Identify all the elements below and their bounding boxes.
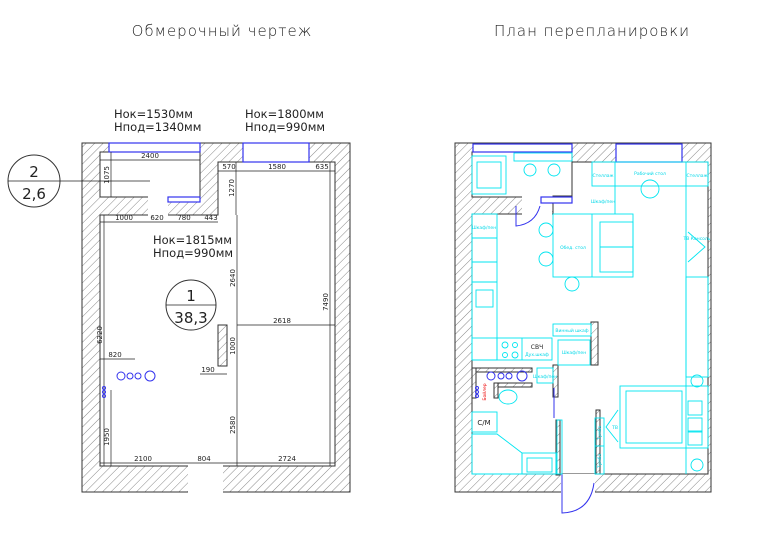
room-1-area: 38,3 xyxy=(174,309,207,327)
label-cabinet: Шкаф/пен xyxy=(533,374,557,380)
plumbing-fixtures xyxy=(475,370,555,418)
entrance-door-swing-icon xyxy=(561,474,595,514)
window-2 xyxy=(242,142,310,163)
window-note-3-npod: Нпод=990мм xyxy=(153,246,233,260)
label-microwave: СВЧ xyxy=(531,344,543,351)
dim-label: 635 xyxy=(315,163,328,171)
dim-label: 820 xyxy=(108,351,121,359)
room-1 xyxy=(99,161,336,467)
door-swing-icon xyxy=(515,205,541,227)
room-1-number: 1 xyxy=(186,287,196,305)
hallway-nook xyxy=(471,151,573,198)
window-note-1-nok: Нок=1530мм xyxy=(114,107,193,121)
label-desk: Рабочий стол xyxy=(634,170,666,177)
dim-label: 2400 xyxy=(141,152,159,160)
partition-wall xyxy=(217,324,228,367)
label-oven: Дух.шкаф xyxy=(525,352,549,358)
room-2-area: 2,6 xyxy=(22,185,46,203)
bathroom-walls xyxy=(471,321,601,476)
dim-label: 443 xyxy=(204,214,217,222)
label-boiler: Бойлер xyxy=(481,383,488,400)
label-nightstand: Тумба xyxy=(597,454,603,470)
label-shelf: Стеллаж xyxy=(686,173,707,179)
window-note-2-npod: Нпод=990мм xyxy=(245,120,325,134)
window-1 xyxy=(472,143,573,153)
label-washer: С/М xyxy=(477,419,490,427)
room-2-door-opening xyxy=(148,196,168,216)
label-tv: ТВ xyxy=(611,425,618,431)
replanning-title: План перепланировки xyxy=(494,22,690,40)
dim-label: 804 xyxy=(197,455,211,463)
entrance-opening xyxy=(561,474,595,494)
dim-label: 2580 xyxy=(229,416,237,434)
label-dining-table: Обед. стол xyxy=(560,245,586,251)
dim-label: 2640 xyxy=(229,269,237,287)
window-2 xyxy=(615,143,683,163)
window-inner xyxy=(167,196,201,203)
dim-label: 620 xyxy=(150,214,163,222)
window-inner xyxy=(540,196,573,204)
window-note-3-nok: Нок=1815мм xyxy=(153,233,232,247)
label-tv-console: ТВ Консоль xyxy=(683,236,711,242)
dim-label: 1000 xyxy=(229,337,237,355)
dim-label: 570 xyxy=(222,163,235,171)
survey-drawing-title: Обмерочный чертеж xyxy=(132,22,313,40)
dim-label: 1950 xyxy=(103,428,111,446)
survey-plan: Нок=1530мм Нпод=1340мм Нок=1800мм Нпод=9… xyxy=(7,107,351,493)
replanning-plan: Стеллаж Рабочий стол Стеллаж Шкаф/пен Шк… xyxy=(454,142,712,514)
plumbing-fixtures xyxy=(102,370,156,398)
label-cabinet: Шкаф/пен xyxy=(562,350,586,356)
dim-label: 1270 xyxy=(228,179,236,197)
dimension-lines xyxy=(100,152,335,466)
label-shelf: Стеллаж xyxy=(592,173,613,179)
dim-label: 1580 xyxy=(268,163,286,171)
dimension-labels: 2400 1075 570 1580 635 1270 1000 620 780… xyxy=(96,152,330,463)
dim-label: 1075 xyxy=(103,166,111,184)
furniture xyxy=(471,152,709,475)
dim-label: 2100 xyxy=(134,455,152,463)
entrance-door-opening xyxy=(188,465,223,493)
window-note-2-nok: Нок=1800мм xyxy=(245,107,324,121)
dim-label: 2618 xyxy=(273,317,291,325)
room-2-number: 2 xyxy=(29,163,39,181)
room-1-tag: 1 38,3 xyxy=(165,279,217,331)
window-1 xyxy=(108,142,201,153)
window-note-1-npod: Нпод=1340мм xyxy=(114,120,201,134)
dim-label: 7490 xyxy=(322,293,330,311)
furniture-labels: Стеллаж Рабочий стол Стеллаж Шкаф/пен Шк… xyxy=(472,170,711,469)
room-2-tag: 2 2,6 xyxy=(7,154,150,208)
dim-label: 1000 xyxy=(115,214,133,222)
label-cabinet: Шкаф/пен xyxy=(591,199,615,205)
dim-label: 190 xyxy=(201,366,214,374)
dim-label: 780 xyxy=(177,214,190,222)
dim-label: 2724 xyxy=(278,455,296,463)
room-2 xyxy=(99,151,201,198)
label-cabinet: Шкаф/пен xyxy=(472,225,496,231)
dim-label: 6220 xyxy=(96,326,104,344)
label-wine-cabinet: Винный шкаф xyxy=(555,327,588,334)
label-nightstand: Тумба xyxy=(597,426,603,442)
